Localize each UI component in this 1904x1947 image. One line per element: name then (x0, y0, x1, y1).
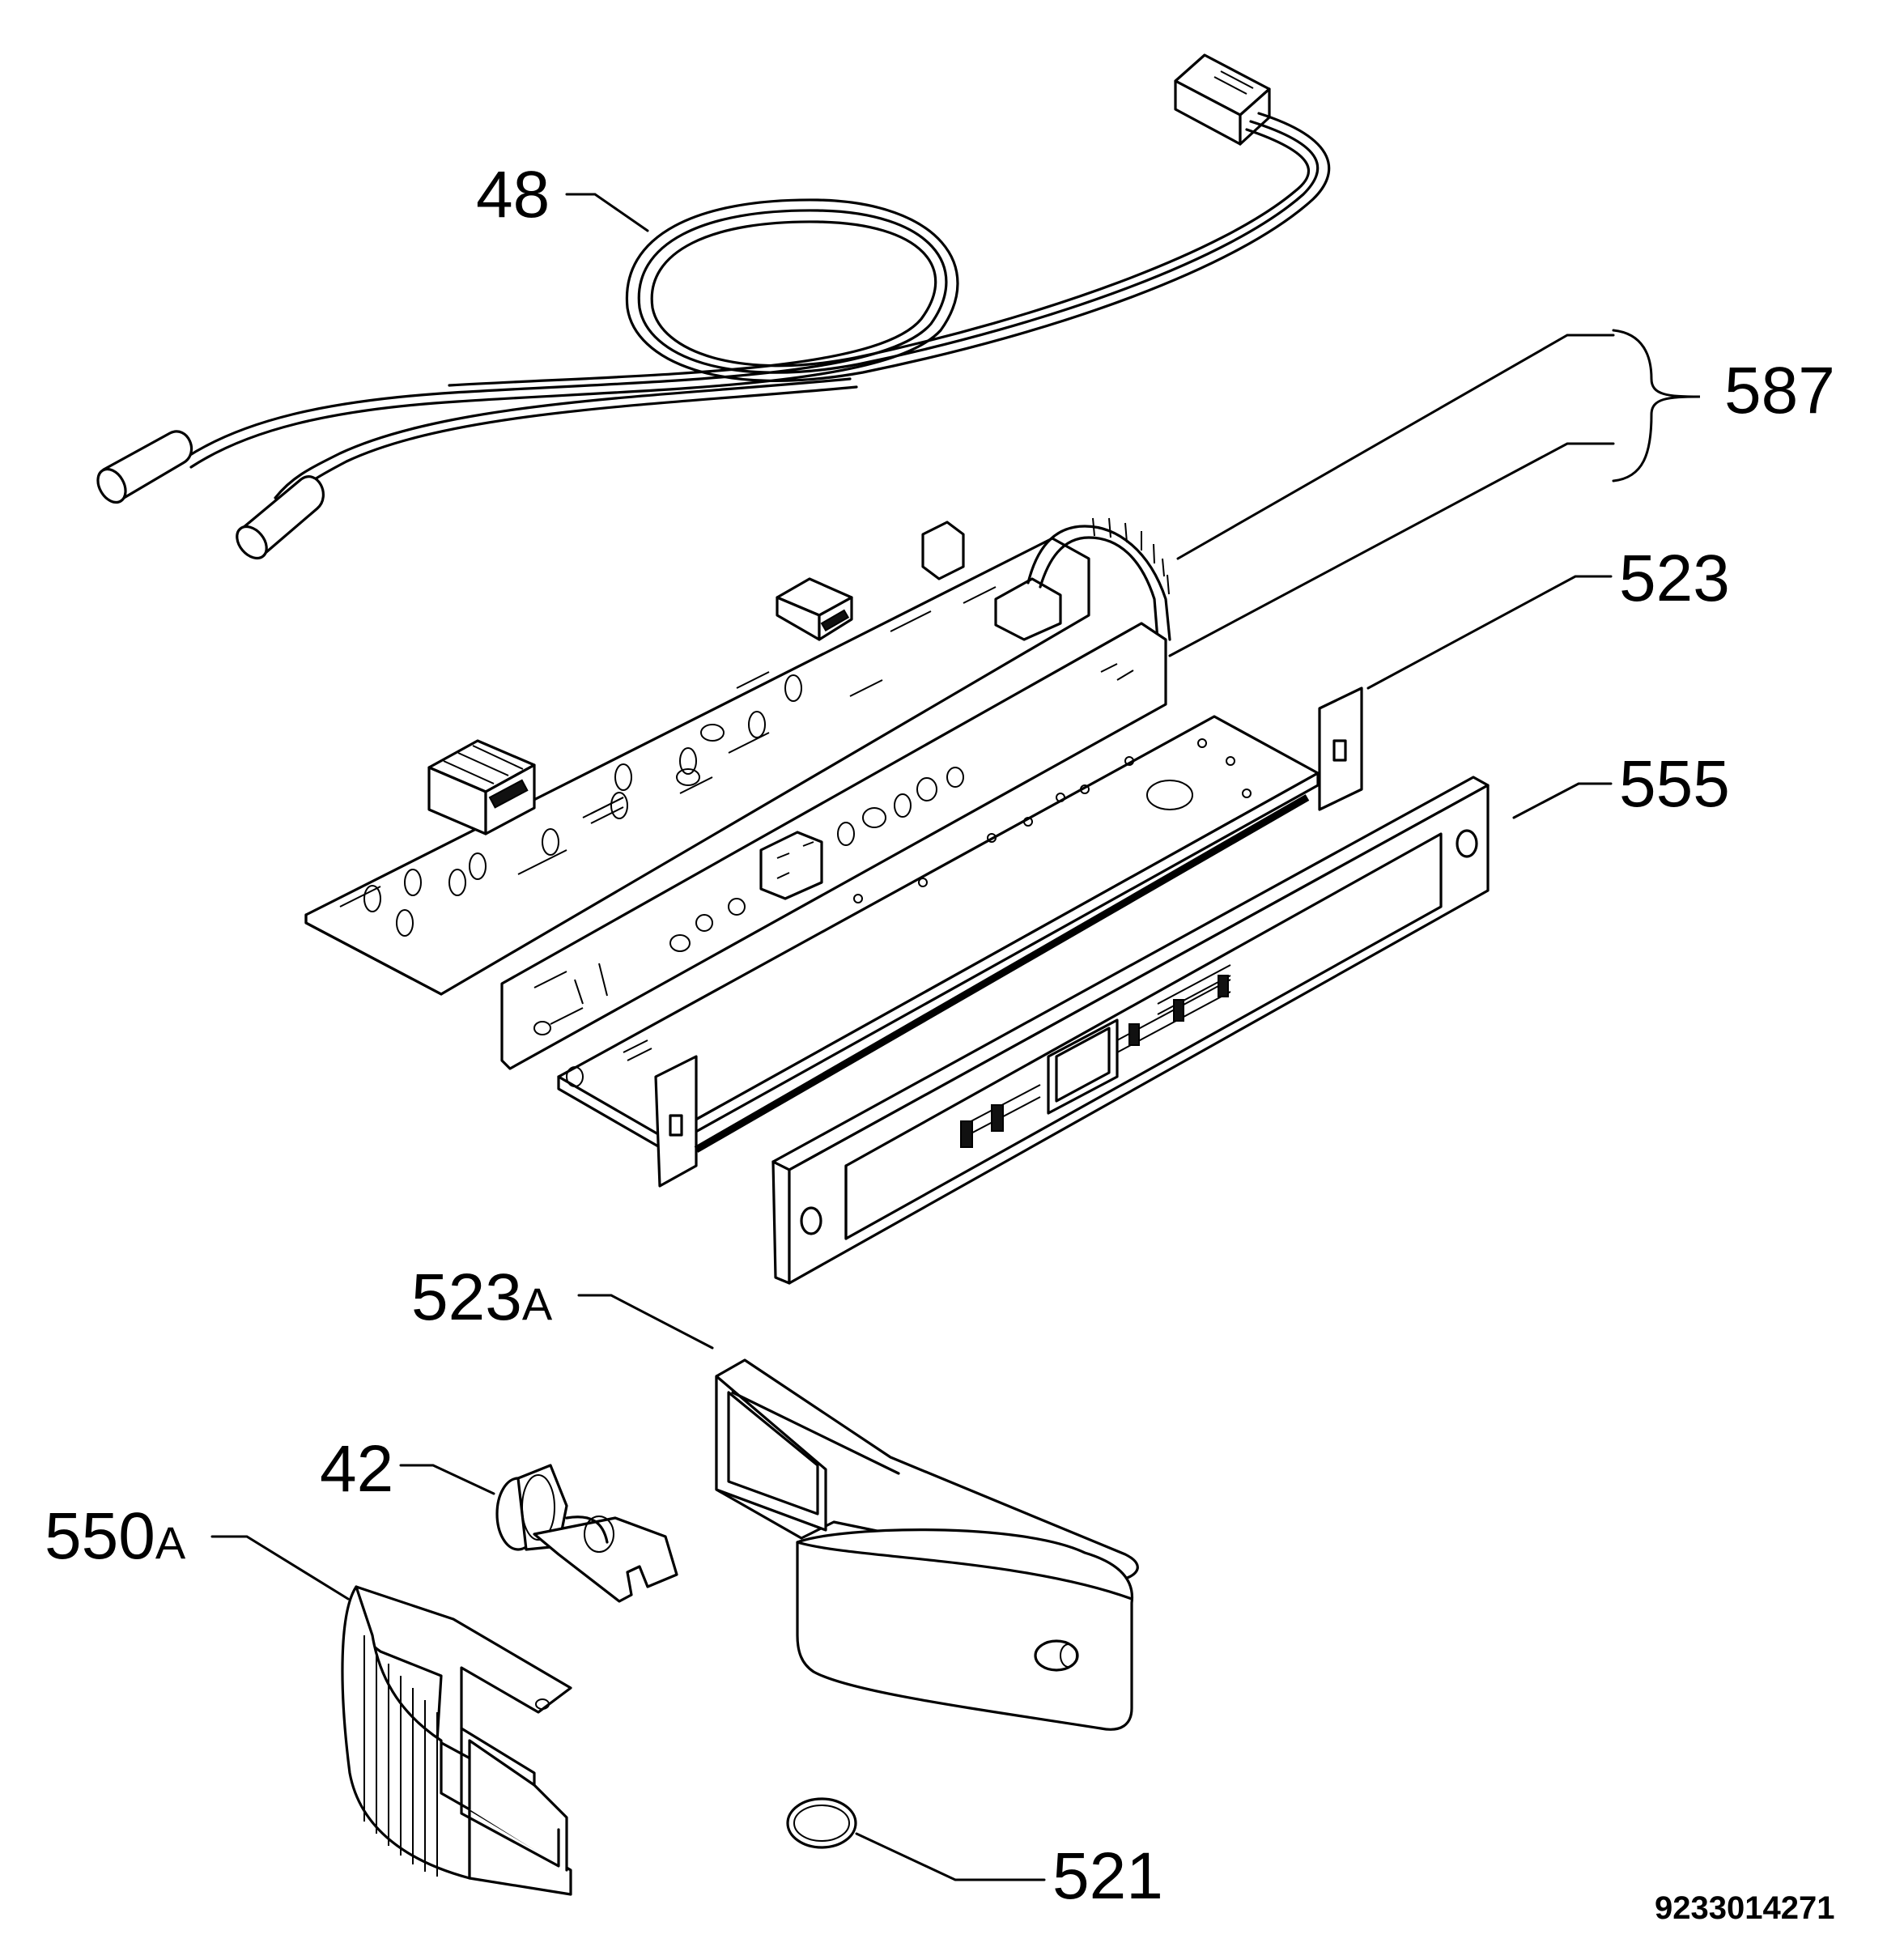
end-cap-left: 550A (45, 1499, 572, 1896)
pcb-terminal-block (427, 739, 536, 835)
callout-550a-suffix: A (155, 1517, 186, 1568)
callout-550a-number: 550 (45, 1499, 155, 1573)
document-number: 9233014271 (1655, 1890, 1834, 1926)
leader-550a (210, 1535, 350, 1601)
callout-523: 523 (1619, 542, 1730, 615)
leader-521 (855, 1832, 1046, 1881)
callout-587: 587 (1724, 354, 1835, 427)
sensor-cable-harness: 48 (96, 53, 1331, 560)
callout-521: 521 (1052, 1839, 1163, 1913)
callout-523a-number: 523 (411, 1260, 522, 1334)
lamp-holder: 42 (320, 1432, 678, 1603)
sensor-probe-right (236, 475, 325, 560)
callout-523a: 523A (411, 1260, 553, 1334)
callout-523a-suffix: A (522, 1278, 553, 1329)
callout-42: 42 (320, 1432, 393, 1506)
display-cover-panel: 555 (771, 747, 1730, 1285)
harness-wires (185, 112, 1331, 508)
leader-523 (1366, 575, 1613, 690)
leader-523a (577, 1294, 714, 1350)
callout-555: 555 (1619, 747, 1730, 821)
leader-42 (399, 1464, 495, 1495)
bracket-rail (694, 794, 1310, 1153)
pcb-components (339, 586, 997, 937)
sensor-probe-left (96, 430, 193, 504)
pcb-ribbon-connector (921, 517, 1171, 641)
callout-48: 48 (476, 158, 550, 232)
leader-48 (565, 193, 649, 232)
brace-587 (1612, 329, 1701, 482)
indicator-lens: 521 (786, 1797, 1163, 1913)
leader-587-top (1176, 334, 1615, 560)
bracket-buttons (669, 767, 964, 952)
pcb-small-connector (776, 577, 853, 641)
harness-connector (1174, 53, 1271, 146)
leader-555 (1512, 782, 1613, 819)
pcb-mounting-bracket (557, 687, 1363, 1188)
panel-display-window (960, 964, 1231, 1148)
callout-550a: 550A (45, 1499, 186, 1573)
end-cap-ribs (363, 1635, 438, 1877)
pcb-front-strip (500, 622, 1167, 1070)
end-cap-right: 523A (411, 1260, 1139, 1731)
main-pcb (304, 517, 1171, 1070)
leader-587-bottom (1168, 442, 1615, 657)
bracket-holes (566, 724, 1252, 1087)
control-board-assembly: 587 523 (304, 329, 1835, 1188)
